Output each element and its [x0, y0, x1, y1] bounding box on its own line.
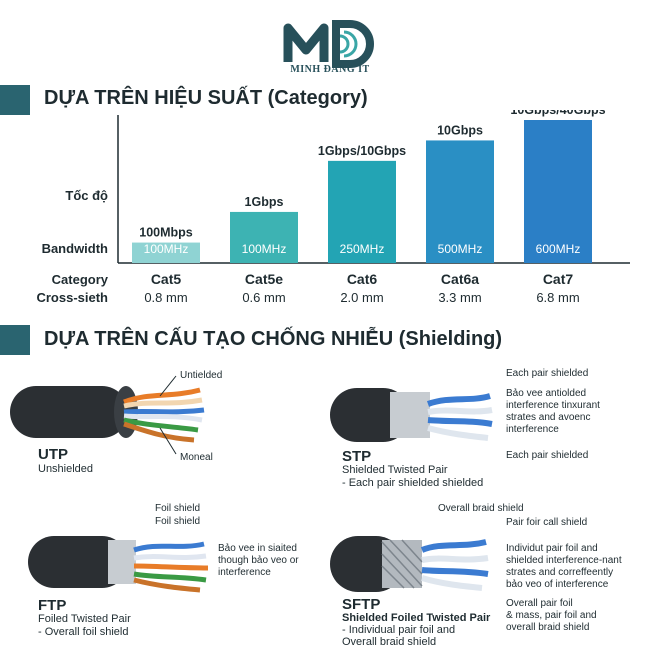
sftp-callout-7: Overall pair foil [506, 598, 573, 609]
ftp-cable-illustration [28, 536, 209, 593]
bar-cat6 [328, 160, 396, 263]
bar-cat7 [524, 120, 592, 263]
stp-callout-1: Each pair shielded [506, 368, 589, 379]
cross-section-value: 3.3 mm [438, 290, 481, 305]
cross-section-value: 6.8 mm [536, 290, 579, 305]
sftp-subtitle-detail: - Individual pair foil and [342, 624, 456, 636]
cross-section-value: 0.6 mm [242, 290, 285, 305]
sftp-callout-2: Pair foir call shield [506, 517, 588, 528]
sftp-callout-6: bảo veo of interference [506, 579, 609, 590]
sftp-cable-illustration [330, 536, 489, 592]
speed-row-label: Tốc độ [65, 188, 108, 203]
speed-label: 100Mbps [139, 226, 193, 240]
bandwidth-row-label: Bandwidth [41, 241, 108, 256]
category-tick-label: Cat5e [245, 271, 283, 287]
bandwidth-label: 100MHz [242, 242, 287, 256]
utp-title: UTP [38, 446, 68, 463]
ftp-callout-3: Bảo vee in siaited [218, 543, 297, 554]
stp-callout-6: Each pair shielded [506, 450, 589, 461]
bandwidth-label: 600MHz [536, 242, 581, 256]
section-accent-bar [0, 85, 30, 115]
sftp-title: SFTP [342, 596, 381, 613]
cross-section-row-label: Cross-sieth [36, 290, 108, 305]
stp-title: STP [342, 448, 372, 465]
stp-subtitle: Shielded Twisted Pair [342, 464, 448, 476]
section-title-shielding: DỰA TRÊN CẤU TẠO CHỐNG NHIỄU (Shielding) [44, 328, 503, 350]
bandwidth-label: 500MHz [438, 242, 483, 256]
category-tick-label: Cat7 [543, 271, 574, 287]
ftp-callout-5: interference [218, 567, 271, 578]
sftp-subtitle: Shielded Foiled Twisted Pair [342, 612, 491, 624]
ftp-subtitle-detail: - Overall foil shield [38, 626, 129, 638]
bandwidth-label: 100MHz [144, 242, 189, 256]
utp-cable-illustration [10, 375, 205, 455]
utp-callout-bottom: Moneal [180, 452, 213, 463]
speed-label: 1Gbps/10Gbps [318, 144, 406, 158]
bar-cat6a [426, 140, 494, 263]
sftp-callout-9: overall braid shield [506, 622, 590, 633]
section-accent-bar [0, 325, 30, 355]
speed-label: 1Gbps [245, 195, 284, 209]
sftp-callout-8: & mass, pair foil and [506, 610, 597, 621]
ftp-title: FTP [38, 597, 67, 614]
stp-callout-2: Bảo vee antiolded [506, 388, 587, 399]
bandwidth-label: 250MHz [340, 242, 385, 256]
sftp-subtitle-detail-2: Overall braid shield [342, 636, 437, 648]
bar-cat5 [132, 242, 200, 263]
utp-callout-top: Untielded [180, 370, 223, 381]
cross-section-value: 2.0 mm [340, 290, 383, 305]
section-title-category: DỰA TRÊN HIỆU SUẤT (Category) [44, 87, 368, 109]
category-tick-label: Cat5 [151, 271, 182, 287]
category-row-label: Category [51, 272, 108, 287]
stp-callout-5: interference [506, 424, 559, 435]
sftp-callout-1: Overall braid shield [438, 503, 524, 514]
brand-name: MINH ĐĂNG IT [290, 64, 370, 75]
speed-label: 10Gbps/40Gbps [510, 110, 605, 117]
stp-subtitle-detail: - Each pair shielded shielded [342, 477, 484, 489]
bar-cat5e [230, 211, 298, 263]
ftp-callout-2: Foil shield [155, 516, 201, 527]
stp-callout-3: interference tinxurant [506, 400, 600, 411]
ftp-callout-1: Foil shield [155, 503, 201, 514]
sftp-callout-3: Individut pair foil and [506, 543, 598, 554]
stp-callout-4: strates and avoenc [506, 412, 591, 423]
ftp-callout-4: though bảo veo or [218, 555, 299, 566]
sftp-callout-5: strates and correffeently [506, 567, 614, 578]
utp-subtitle: Unshielded [38, 463, 94, 475]
stp-cable-illustration [330, 388, 493, 442]
sftp-callout-4: shielded interference-nant [506, 555, 622, 566]
category-tick-label: Cat6 [347, 271, 378, 287]
brand-logo [283, 20, 374, 68]
category-tick-label: Cat6a [441, 271, 479, 287]
cross-section-value: 0.8 mm [144, 290, 187, 305]
speed-label: 10Gbps [437, 123, 483, 137]
ftp-subtitle: Foiled Twisted Pair [38, 613, 131, 625]
